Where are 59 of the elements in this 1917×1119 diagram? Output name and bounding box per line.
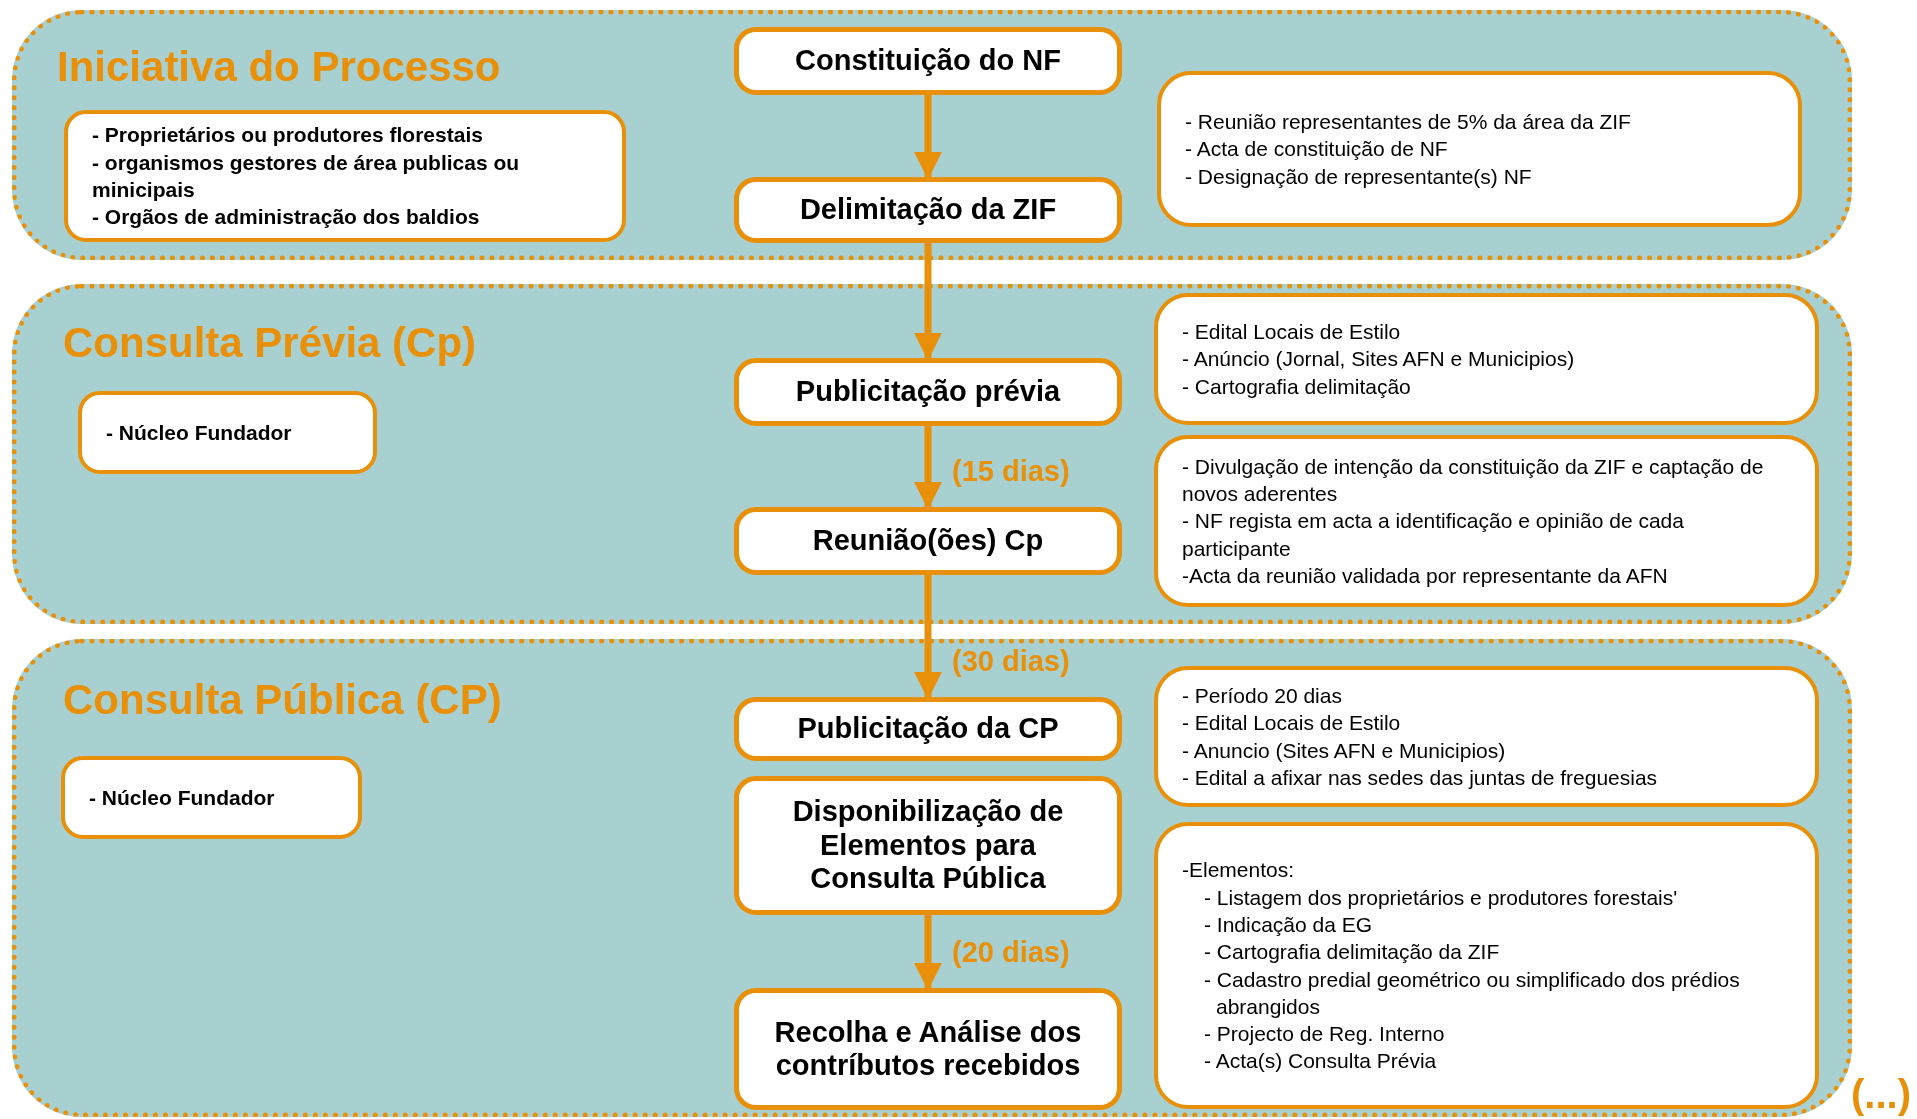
- list-item: - organismos gestores de área publicas ou minicipais: [92, 149, 521, 203]
- arrow: [914, 915, 942, 991]
- list-item: - Listagem dos proprietários e produtores forestais': [1203, 884, 1679, 911]
- list-item: -Acta da reunião validada por representante da AFN: [1182, 562, 1669, 589]
- list-item: - Acta(s) Consulta Prévia: [1203, 1048, 1438, 1075]
- step-label: Publicitação prévia: [795, 375, 1061, 409]
- list-item: - Cartografia delimitação: [1182, 373, 1412, 400]
- section-panel: [12, 284, 1852, 624]
- note-box: [1154, 822, 1819, 1109]
- note-box: [1154, 435, 1819, 607]
- list-item: - Acta de constituição de NF: [1185, 136, 1449, 163]
- list-item: - Núcleo Fundador: [106, 419, 293, 446]
- list-item: - NF regista em acta a identificação e opinião de cada participante: [1182, 508, 1685, 562]
- step-label: Reunião(ões) Cp: [812, 524, 1044, 558]
- note-box: [1154, 666, 1819, 807]
- list-item: - Indicação da EG: [1203, 911, 1374, 938]
- list-item: - Cadastro predial geométrico ou simplificado dos prédios abrangidos: [1203, 966, 1741, 1020]
- list-item: - Divulgação de intenção da constituição da ZIF e captação de novos aderentes: [1182, 453, 1765, 508]
- continuation-mark: (...): [1851, 1071, 1911, 1117]
- list-item: - Anuncio (Sites AFN e Municipios): [1182, 737, 1507, 764]
- process-box: [734, 988, 1122, 1110]
- section-title: Consulta Pública (CP): [63, 676, 502, 724]
- list-item: - Cartografia delimitação da ZIF: [1203, 939, 1501, 966]
- process-box: [734, 177, 1122, 243]
- list-item: - Orgãos de administração dos baldios: [92, 204, 481, 231]
- list-item: -Elementos:: [1182, 857, 1296, 884]
- arrow: [914, 243, 942, 361]
- list-item: - Edital a afixar nas sedes das juntas de freguesias: [1182, 764, 1659, 791]
- process-box: [734, 697, 1122, 761]
- list-item: - Projecto de Reg. Interno: [1203, 1021, 1446, 1048]
- list-item: - Proprietários ou produtores florestais: [92, 122, 484, 149]
- section-panel: [12, 10, 1852, 260]
- list-item: - Reunião representantes de 5% da área da ZIF: [1185, 109, 1632, 136]
- arrow: [914, 426, 942, 510]
- arrow: [914, 575, 942, 700]
- actor-box: [78, 391, 377, 474]
- section-title: Iniciativa do Processo: [57, 43, 501, 91]
- process-box: [734, 507, 1122, 575]
- step-label: Delimitação da ZIF: [799, 193, 1057, 227]
- step-label: Constituição do NF: [795, 44, 1061, 78]
- note-box: [1154, 293, 1819, 425]
- process-box: [734, 27, 1122, 95]
- process-box: [734, 776, 1122, 915]
- list-item: - Período 20 dias: [1182, 682, 1343, 709]
- process-box: [734, 358, 1122, 426]
- list-item: - Edital Locais de Estilo: [1182, 319, 1402, 346]
- step-label: Disponibilização de Elementos para Consulta Pública: [791, 795, 1065, 896]
- step-label: Recolha e Análise dos contríbutos recebidos: [773, 1015, 1083, 1083]
- list-item: - Designação de representante(s) NF: [1185, 163, 1533, 190]
- actor-box: [61, 756, 362, 839]
- actor-box: [64, 110, 626, 242]
- list-item: - Núcleo Fundador: [89, 784, 276, 811]
- list-item: - Edital Locais de Estilo: [1182, 710, 1402, 737]
- arrow: [914, 95, 942, 180]
- step-label: Publicitação da CP: [797, 712, 1059, 746]
- note-box: [1157, 71, 1802, 227]
- list-item: - Anúncio (Jornal, Sites AFN e Municipios): [1182, 346, 1576, 373]
- section-title: Consulta Prévia (Cp): [63, 319, 477, 367]
- section-panel: [12, 639, 1852, 1117]
